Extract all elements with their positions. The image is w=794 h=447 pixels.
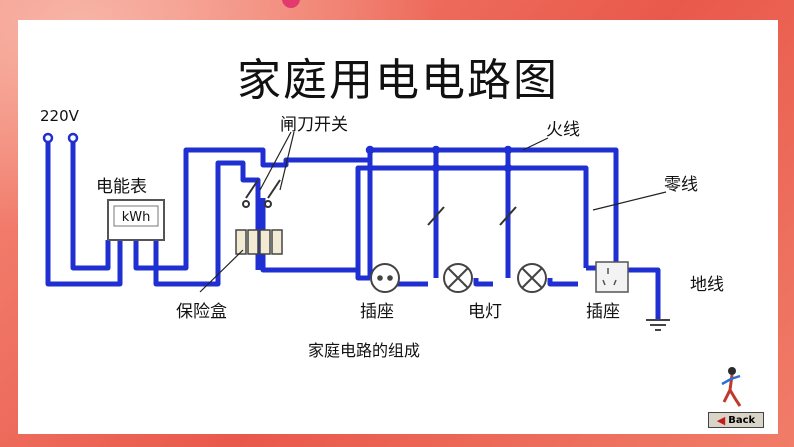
lamp-link-2	[547, 278, 578, 287]
input-wire-right	[70, 138, 111, 271]
lamp-switches	[427, 206, 517, 226]
input-wire-left	[45, 138, 123, 287]
terminal-left	[42, 132, 54, 144]
live-wire	[133, 147, 619, 282]
terminal-right	[67, 132, 79, 144]
lamp-icon	[443, 263, 547, 293]
neutral-wire	[260, 165, 589, 273]
circuit-diagram: kWh	[40, 107, 724, 360]
socket-right-icon	[595, 261, 629, 293]
runner-figure-icon	[721, 367, 742, 407]
live-wire-label: 火线	[546, 120, 580, 140]
diagram-caption: 家庭电路的组成	[308, 341, 420, 360]
diagram-labels: 220V 电能表 闸刀开关 火线 零线 保险盒 插座 电灯 插座 地线 家庭电路…	[40, 107, 724, 360]
ground-wire	[628, 267, 661, 320]
meter-unit-label: kWh	[122, 210, 151, 225]
neutral-drop-1	[355, 168, 370, 281]
back-button-label: Back	[728, 414, 756, 426]
meter-to-switch	[153, 160, 261, 287]
fuse-box-icon	[235, 229, 283, 255]
neutral-wire-label: 零线	[664, 175, 698, 195]
knife-switch-icon	[242, 179, 281, 208]
lamp-switch-1-icon	[427, 206, 445, 226]
lamp-link-1	[473, 278, 493, 287]
socket-left-label: 插座	[360, 302, 394, 322]
lamp-switch-2-icon	[499, 206, 517, 226]
ground-symbol-icon	[646, 319, 670, 331]
meter-label: 电能表	[96, 177, 147, 197]
socket-right-label: 插座	[586, 302, 620, 322]
slide-panel: 家庭用电电路图	[18, 20, 778, 434]
left-arrow-icon: ◀	[716, 413, 726, 427]
leader-lines	[199, 131, 667, 293]
wire-junctions	[42, 132, 513, 173]
knife-switch-label: 闸刀开关	[280, 115, 348, 135]
ground-wire-label: 地线	[690, 275, 724, 295]
slide-title: 家庭用电电路图	[237, 55, 559, 106]
voltage-label: 220V	[40, 107, 80, 125]
decor-dot	[282, 0, 300, 8]
lamp-label: 电灯	[468, 302, 502, 322]
electric-meter: kWh	[107, 199, 165, 241]
socket-link-1	[393, 278, 428, 287]
back-button[interactable]: ◀ Back	[708, 412, 764, 428]
fuse-box-label: 保险盒	[176, 302, 227, 322]
socket-left-icon	[370, 263, 400, 293]
